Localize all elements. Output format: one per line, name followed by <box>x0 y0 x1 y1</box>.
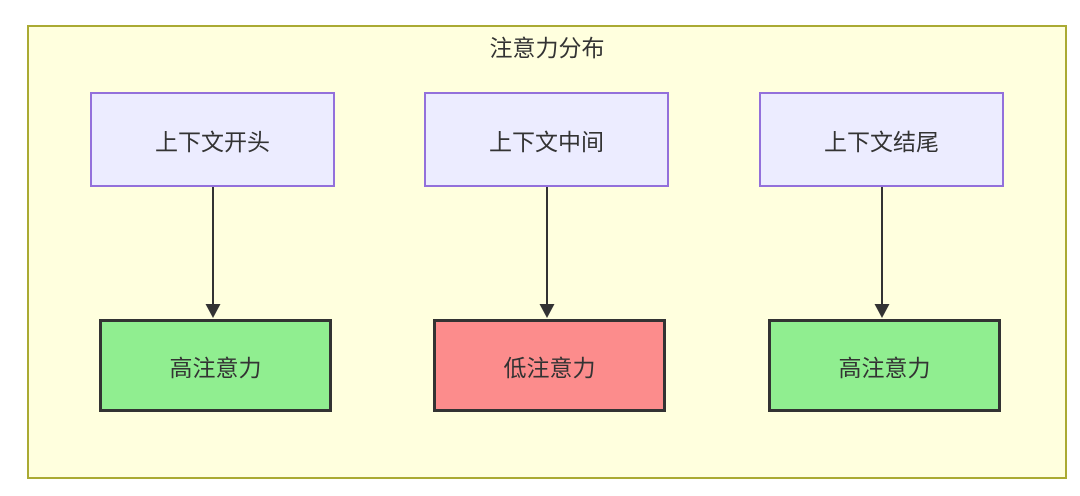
node-label: 低注意力 <box>503 354 596 381</box>
arrow-down-icon <box>874 187 890 318</box>
node-low-attention: 低注意力 <box>433 319 666 412</box>
node-high-attention-1: 高注意力 <box>99 319 332 412</box>
node-context-beginning: 上下文开头 <box>90 92 335 187</box>
node-high-attention-2: 高注意力 <box>768 319 1001 412</box>
arrow-down-icon <box>539 187 555 318</box>
node-label: 高注意力 <box>838 354 931 381</box>
node-label: 高注意力 <box>169 354 262 381</box>
node-context-middle: 上下文中间 <box>424 92 669 187</box>
node-label: 上下文开头 <box>155 128 270 155</box>
node-label: 上下文结尾 <box>824 128 939 155</box>
arrow-down-icon <box>205 187 221 318</box>
node-label: 上下文中间 <box>489 128 604 155</box>
diagram-title: 注意力分布 <box>489 35 605 61</box>
node-context-end: 上下文结尾 <box>759 92 1004 187</box>
